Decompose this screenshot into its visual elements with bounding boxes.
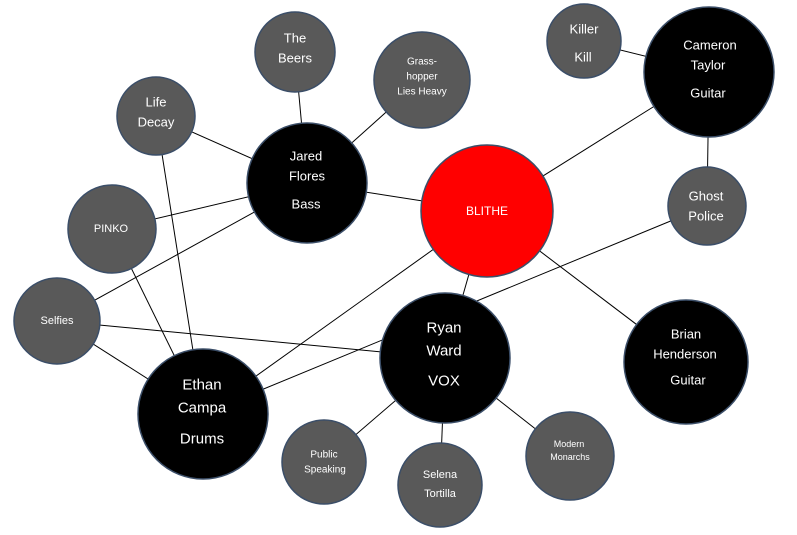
node-circle-brian-henderson <box>623 299 749 425</box>
node-label-brian-henderson-0: Brian <box>671 327 701 342</box>
node-circle-ethan-campa <box>137 348 269 480</box>
node-label-public-speaking-1: Speaking <box>304 465 346 476</box>
node-label-ryan-ward-0: Ryan <box>426 320 461 337</box>
node-label-grasshopper-lies-heavy-2: Lies Heavy <box>397 87 446 98</box>
node-circle-jared-flores <box>246 122 368 244</box>
node-label-ethan-campa-0: Ethan <box>182 377 221 394</box>
node-label-jared-flores-1: Flores <box>289 169 326 184</box>
node-blithe: BLITHE <box>420 144 554 278</box>
node-circle-ghost-police <box>667 166 747 246</box>
node-label-jared-flores-2: Bass <box>292 197 321 212</box>
node-selfies: Selfies <box>13 277 101 365</box>
node-label-modern-monarchs-0: Modern <box>554 439 585 449</box>
node-label-pinko-0: PINKO <box>94 223 129 235</box>
node-label-cameron-taylor-1: Taylor <box>691 58 726 73</box>
node-circle-blithe <box>420 144 554 278</box>
node-label-killer-kill-1: Kill <box>574 50 591 65</box>
node-label-killer-kill-0: Killer <box>570 22 600 37</box>
node-label-grasshopper-lies-heavy-1: hopper <box>406 72 438 83</box>
node-pinko: PINKO <box>67 184 157 274</box>
node-label-public-speaking-0: Public <box>310 450 337 461</box>
node-label-ryan-ward-1: Ward <box>426 343 461 360</box>
node-label-ethan-campa-2: Drums <box>180 431 224 448</box>
node-circle-cameron-taylor <box>643 6 775 138</box>
node-label-brian-henderson-2: Guitar <box>670 373 706 388</box>
node-label-modern-monarchs-1: Monarchs <box>550 452 590 462</box>
node-circle-ryan-ward <box>379 292 511 424</box>
node-label-blithe-0: BLITHE <box>466 204 508 218</box>
node-label-selena-tortilla-0: Selena <box>423 469 458 481</box>
node-circle-public-speaking <box>281 419 367 505</box>
node-label-cameron-taylor-2: Guitar <box>690 86 726 101</box>
node-label-life-decay-0: Life <box>146 95 167 110</box>
node-circle-selena-tortilla <box>397 442 483 528</box>
node-label-selena-tortilla-1: Tortilla <box>424 488 457 500</box>
node-circle-killer-kill <box>546 3 622 79</box>
node-label-the-beers-0: The <box>284 31 306 46</box>
node-label-brian-henderson-1: Henderson <box>653 347 717 362</box>
node-label-selfies-0: Selfies <box>40 315 74 327</box>
node-label-ghost-police-1: Police <box>688 209 723 224</box>
node-circle-grasshopper-lies-heavy <box>373 31 471 129</box>
node-circle-selfies <box>13 277 101 365</box>
node-label-the-beers-1: Beers <box>278 51 312 66</box>
node-label-life-decay-1: Decay <box>138 115 175 130</box>
node-circle-the-beers <box>254 11 336 93</box>
node-circle-life-decay <box>116 76 196 156</box>
node-label-ryan-ward-2: VOX <box>428 373 460 390</box>
node-circle-pinko <box>67 184 157 274</box>
node-label-cameron-taylor-0: Cameron <box>683 38 736 53</box>
node-circle-modern-monarchs <box>525 411 615 501</box>
node-label-grasshopper-lies-heavy-0: Grass- <box>407 57 437 68</box>
node-label-ghost-police-0: Ghost <box>689 189 724 204</box>
node-label-jared-flores-0: Jared <box>290 149 323 164</box>
node-label-ethan-campa-1: Campa <box>178 400 227 417</box>
